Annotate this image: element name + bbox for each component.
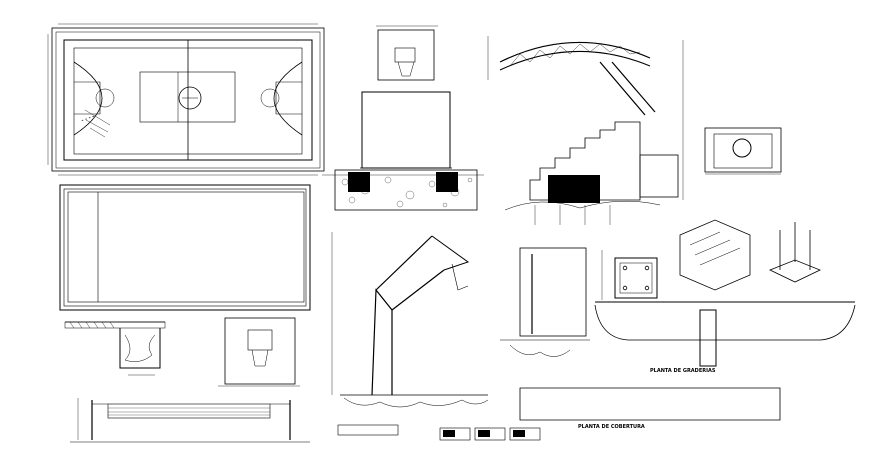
bleacher-plan-title: PLANTA DE GRADERIAS	[650, 368, 716, 374]
drainage-channel-section	[64, 321, 166, 376]
hoop-side-elevation	[331, 232, 489, 408]
title-strips	[337, 424, 541, 441]
volleyball-net-elevation	[70, 398, 310, 443]
canopy-elevation	[594, 301, 856, 367]
truss-bleacher-section	[499, 40, 684, 225]
basketball-court-plan: - - - -	[47, 23, 325, 176]
footing-detail	[500, 247, 590, 357]
hoop-foundation-section	[322, 91, 484, 211]
court-floor-grid	[59, 184, 311, 311]
bleacher-isometric	[679, 219, 751, 291]
backboard-elevation	[376, 25, 489, 81]
bleacher-plan: PLANTA DE GRADERIAS PLANTA DE COBERTURA	[519, 368, 781, 430]
backboard-front-small	[218, 317, 300, 387]
pipe-clamp-detail	[704, 127, 782, 175]
column-isometric	[769, 222, 821, 283]
anchor-plate-detail	[601, 250, 658, 300]
svg-text:- - - -: - - - -	[81, 114, 96, 124]
cover-plan-title: PLANTA DE COBERTURA	[578, 424, 645, 430]
